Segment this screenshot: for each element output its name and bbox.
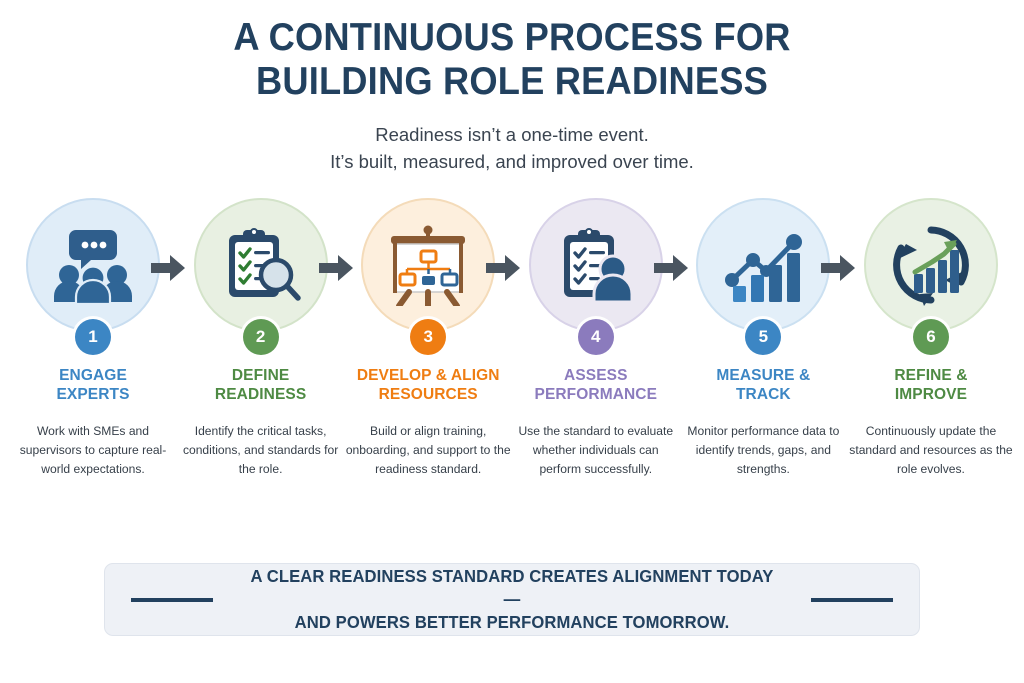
step-2-label: DEFINE READINESS: [215, 366, 306, 405]
step-1-label-line-2: EXPERTS: [56, 386, 130, 404]
step-2-circle-wrap: [193, 197, 353, 333]
connector-arrow-2-to-3: [318, 254, 353, 281]
step-6-circle: [863, 197, 998, 332]
step-3-description: Build or align training, onboarding, and…: [345, 423, 511, 477]
process-step-6[interactable]: 6 REFINE & IMPROVE Continuously update t…: [849, 197, 1013, 479]
step-1-circle: [26, 197, 160, 332]
step-1-description: Work with SMEs and supervisors to captur…: [19, 423, 167, 477]
step-3-number: 3: [423, 326, 433, 346]
step-5-label: MEASURE & TRACK: [716, 366, 810, 405]
title-line-1: A CONTINUOUS PROCESS FOR: [233, 16, 791, 59]
bar-chart-trend-icon: [722, 226, 804, 304]
step-6-number: 6: [926, 326, 936, 346]
step-4-number: 4: [591, 326, 601, 346]
banner-rule-right: [811, 597, 893, 602]
process-step-1[interactable]: 1 ENGAGE EXPERTS Work with SMEs and supe…: [14, 197, 185, 479]
step-6-label: REFINE & IMPROVE: [894, 366, 967, 405]
page-title: A CONTINUOUS PROCESS FOR BUILDING ROLE R…: [159, 16, 866, 103]
step-5-label-line-2: TRACK: [735, 386, 791, 404]
connector-arrow-1-to-2: [151, 254, 185, 281]
banner-rule-left: [131, 597, 213, 602]
process-steps-row: 1 ENGAGE EXPERTS Work with SMEs and supe…: [0, 197, 1024, 479]
clipboard-person-icon: [556, 225, 636, 305]
step-3-label-line-2: RESOURCES: [378, 386, 478, 404]
subtitle-line-2: It’s built, measured, and improved over …: [330, 150, 694, 172]
step-1-number-badge: 1: [75, 318, 111, 355]
step-3-number-badge: 3: [410, 318, 447, 355]
page-subtitle: Readiness isn’t a one-time event. It’s b…: [0, 122, 1024, 175]
step-5-number-badge: 5: [745, 318, 782, 355]
step-6-description: Continuously update the standard and res…: [849, 423, 1013, 477]
step-5-number: 5: [758, 326, 769, 346]
connector-arrow-4-to-5: [653, 254, 688, 281]
step-1-label-line-1: ENGAGE: [59, 366, 127, 384]
step-2-number-badge: 2: [242, 318, 279, 355]
process-step-4[interactable]: 4 ASSESS PERFORMANCE Use the standard to…: [517, 197, 688, 479]
step-1-circle-wrap: [25, 197, 185, 333]
step-3-circle-wrap: [360, 197, 521, 333]
step-3-circle: [361, 197, 496, 332]
step-6-label-line-1: REFINE &: [894, 366, 968, 384]
step-2-circle: [193, 197, 328, 332]
refresh-growth-icon: [888, 222, 974, 308]
process-step-3[interactable]: 3 DEVELOP & ALIGN RESOURCES Build or ali…: [346, 197, 521, 479]
subtitle-line-1: Readiness isn’t a one-time event.: [375, 124, 649, 146]
step-6-circle-wrap: [863, 197, 999, 333]
process-step-2[interactable]: 2 DEFINE READINESS Identify the critical…: [182, 197, 353, 479]
connector-arrow-5-to-6: [821, 254, 856, 281]
step-3-label-line-1: DEVELOP & ALIGN: [356, 366, 500, 384]
step-3-label: DEVELOP & ALIGN RESOURCES: [357, 366, 500, 405]
step-4-label-line-2: PERFORMANCE: [534, 386, 658, 404]
step-2-label-line-1: DEFINE: [231, 366, 290, 384]
step-4-number-badge: 4: [577, 318, 614, 355]
step-1-number: 1: [88, 326, 98, 346]
step-5-circle: [696, 197, 831, 332]
clipboard-magnifier-icon: [221, 225, 301, 305]
step-2-label-line-2: READINESS: [214, 386, 307, 404]
step-5-description: Monitor performance data to identify tre…: [687, 423, 840, 477]
connector-arrow-3-to-4: [486, 254, 521, 281]
banner-line-1: A CLEAR READINESS STANDARD CREATES ALIGN…: [250, 565, 774, 609]
step-4-description: Use the standard to evaluate whether ind…: [518, 423, 674, 477]
step-1-label: ENGAGE EXPERTS: [56, 366, 129, 405]
people-discussion-icon: [52, 226, 134, 304]
step-5-label-line-1: MEASURE &: [716, 366, 811, 384]
step-2-description: Identify the critical tasks, conditions,…: [182, 423, 339, 477]
closing-statement-banner: A CLEAR READINESS STANDARD CREATES ALIGN…: [104, 563, 920, 636]
step-6-number-badge: 6: [912, 318, 949, 355]
process-step-5[interactable]: 5 MEASURE & TRACK Monitor performance da…: [684, 197, 856, 479]
step-6-label-line-2: IMPROVE: [894, 386, 968, 404]
step-4-label-line-1: ASSESS: [564, 366, 628, 384]
step-4-label: ASSESS PERFORMANCE: [535, 366, 658, 405]
step-4-circle-wrap: [528, 197, 688, 333]
presentation-easel-icon: [385, 224, 471, 306]
banner-line-2: AND POWERS BETTER PERFORMANCE TOMORROW.: [294, 612, 730, 633]
step-4-circle: [528, 197, 663, 332]
title-line-2: BUILDING ROLE READINESS: [255, 59, 769, 103]
step-2-number: 2: [255, 326, 266, 346]
banner-text: A CLEAR READINESS STANDARD CREATES ALIGN…: [243, 565, 781, 634]
infographic-header: A CONTINUOUS PROCESS FOR BUILDING ROLE R…: [0, 0, 1024, 175]
step-5-circle-wrap: [695, 197, 856, 333]
